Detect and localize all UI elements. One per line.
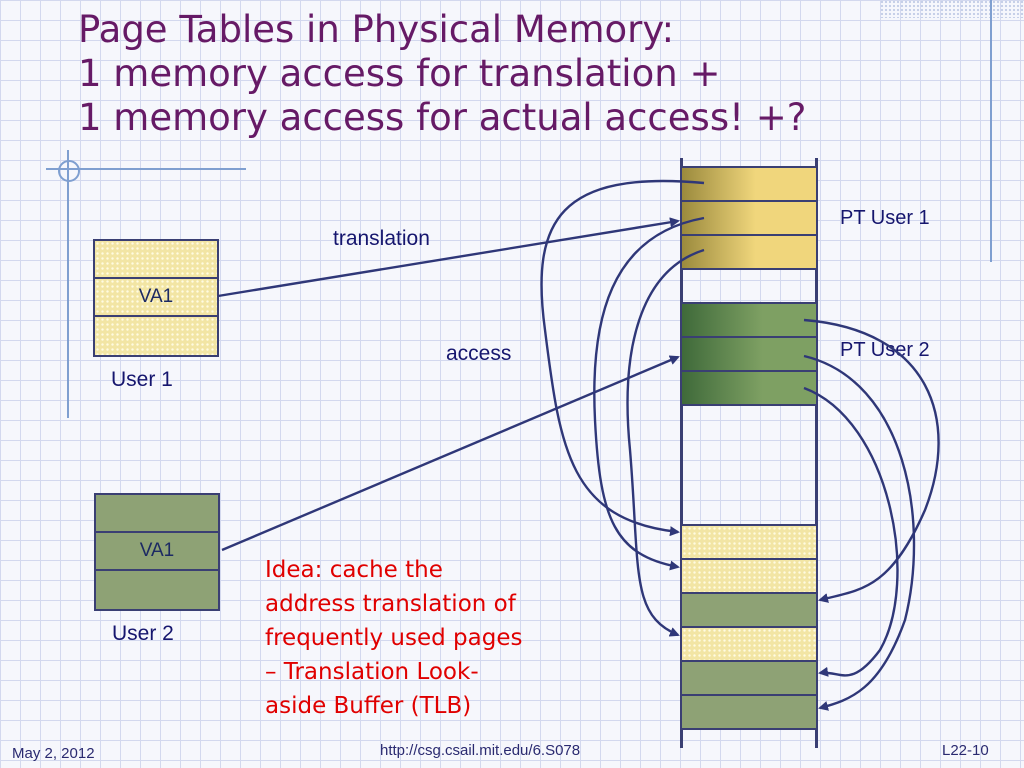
user2-page-va1: VA1 xyxy=(94,531,220,571)
title-line-2: 1 memory access for translation + xyxy=(78,52,721,95)
physical-page-user1 xyxy=(680,524,818,560)
physical-page-user1 xyxy=(680,626,818,662)
footer-date: May 2, 2012 xyxy=(12,745,95,762)
pte-arrow xyxy=(540,179,705,537)
idea-textbox: Idea: cache the address translation of f… xyxy=(265,553,595,723)
user2-label: User 2 xyxy=(112,622,174,645)
decor-circle-icon xyxy=(58,160,80,182)
header-pattern-band xyxy=(880,0,1024,18)
left-rule xyxy=(67,150,69,418)
idea-line: address translation of xyxy=(265,591,516,617)
physical-memory-column xyxy=(680,158,818,748)
pt-user2-entry xyxy=(680,370,818,406)
physical-page-user2 xyxy=(680,660,818,696)
va1-label-user2: VA1 xyxy=(139,540,175,561)
idea-line: Idea: cache the xyxy=(265,557,443,583)
pte-arrow xyxy=(803,386,899,677)
user1-page-va1: VA1 xyxy=(93,277,219,317)
physical-page-user1 xyxy=(680,558,818,594)
physical-page-user2 xyxy=(680,694,818,730)
user2-page-stack: VA1 xyxy=(94,493,220,611)
title-underline xyxy=(46,168,246,170)
title-line-1: Page Tables in Physical Memory: xyxy=(78,8,675,51)
title-line-3: 1 memory access for actual access! +? xyxy=(78,96,807,139)
right-rule xyxy=(990,0,992,262)
pt-user1-entry xyxy=(680,234,818,270)
user1-page xyxy=(93,239,219,279)
pte-arrow xyxy=(593,216,705,571)
footer-slide-number: L22-10 xyxy=(942,742,989,759)
pte-arrow xyxy=(626,248,705,637)
access-arrow-user2 xyxy=(221,355,680,552)
idea-line: – Translation Look- xyxy=(265,659,479,685)
translation-arrow-user1 xyxy=(217,217,680,298)
access-label: access xyxy=(446,342,512,365)
user1-page-stack: VA1 xyxy=(93,239,219,357)
user1-label: User 1 xyxy=(111,368,173,391)
user1-page xyxy=(93,315,219,357)
pt-user1-label: PT User 1 xyxy=(840,207,930,229)
pte-arrow xyxy=(803,318,940,603)
translation-label: translation xyxy=(333,227,430,250)
user2-page xyxy=(94,569,220,611)
footer-url: http://csg.csail.mit.edu/6.S078 xyxy=(380,742,581,759)
pte-arrow xyxy=(803,354,916,711)
pt-user2-label: PT User 2 xyxy=(840,339,930,361)
va1-label-user1: VA1 xyxy=(138,286,174,307)
idea-line: aside Buffer (TLB) xyxy=(265,693,472,719)
slide-title: Page Tables in Physical Memory: 1 memory… xyxy=(78,8,998,140)
idea-line: frequently used pages xyxy=(265,625,523,651)
